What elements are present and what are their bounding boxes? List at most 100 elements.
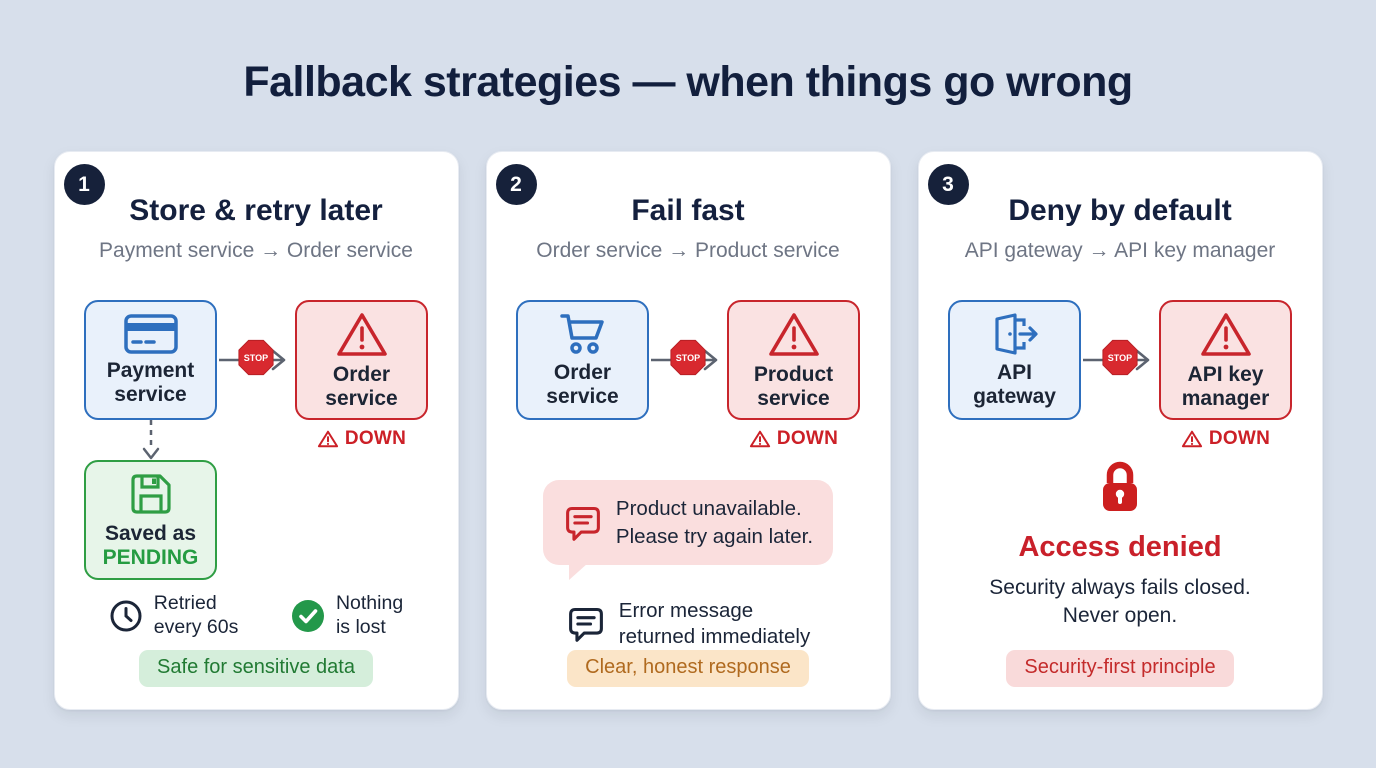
cards-row: 1 Store & retry later Payment service → … [0,151,1376,710]
credit-card-icon [123,314,178,354]
warning-triangle-icon [336,313,387,356]
card-title: Fail fast [631,194,745,227]
floppy-disk-icon [130,474,171,514]
takeaway-pill: Safe for sensitive data [139,650,373,687]
stop-label: STOP [244,353,268,363]
card-deny-default: 3 Deny by default API gateway → API key … [917,151,1323,710]
node-label-line1: API [996,360,1032,384]
node-label-line1: Order [332,362,391,386]
node-label-line1: Product [753,362,834,386]
down-status: DOWN [1181,428,1270,450]
stop-label: STOP [1108,353,1132,363]
card-number-badge: 3 [927,164,969,205]
card-title: Store & retry later [129,194,383,227]
card-subtitle: API gateway → API key manager [964,239,1276,262]
card-store-retry: 1 Store & retry later Payment service → … [53,151,459,710]
blocked-arrow: STOP [1083,300,1157,420]
error-message-text: Product unavailable. Please try again lat… [616,495,813,550]
stop-label: STOP [676,353,700,363]
card-number: 2 [510,172,522,196]
down-label: DOWN [1208,428,1271,449]
warning-triangle-small-icon [317,430,338,448]
feature-line2: is lost [335,615,386,638]
node-label-line2: gateway [973,384,1056,408]
lock-icon [1103,461,1137,511]
node-label-line2: service [757,386,830,410]
node-label-line2: service [325,386,398,410]
error-message-line2: Please try again later. [615,524,814,548]
check-circle-icon [291,599,324,632]
stop-sign-icon: STOP [237,339,275,382]
card-number: 1 [78,172,90,196]
error-message-line1: Product unavailable. [615,497,802,520]
node-label-line1: Order [553,360,612,384]
feature-line1: Nothing [335,592,404,614]
down-label: DOWN [776,428,839,449]
chat-bubble-icon [568,607,603,642]
saved-as-text: Saved as [104,521,197,545]
card-subtitle: Order service → Product service [536,239,840,262]
chat-bubble-icon [566,506,600,541]
page-title: Fallback strategies — when things go wro… [243,58,1133,106]
pending-text: PENDING [102,545,199,569]
warning-triangle-small-icon [749,430,770,448]
blocked-arrow: STOP [219,300,293,420]
stop-sign-icon: STOP [669,339,707,382]
takeaway-pill: Clear, honest response [567,650,809,687]
warning-triangle-icon [1200,313,1251,356]
warning-triangle-small-icon [1181,430,1202,448]
access-denied-title: Access denied [1018,531,1222,563]
card-number: 3 [942,172,954,196]
takeaway-pill: Security-first principle [1006,650,1234,687]
node-label-line2: service [114,382,187,406]
clock-icon [110,600,142,632]
feature-line1: Retried [153,592,217,614]
node-label-line2: manager [1181,386,1270,410]
warning-triangle-icon [768,313,819,356]
node-label-line1: Payment [106,358,195,382]
card-title: Deny by default [1008,194,1232,227]
card-number-badge: 2 [495,164,537,205]
shopping-cart-icon [559,314,604,354]
card-number-badge: 1 [63,164,105,205]
blocked-arrow: STOP [651,300,725,420]
stop-sign-icon: STOP [1101,339,1139,382]
down-status: DOWN [749,428,838,450]
feature-line2: every 60s [153,615,239,638]
node-label-line2: service [546,384,619,408]
node-label-line1: API key [1187,362,1264,386]
dashed-arrow-down-icon [142,420,159,460]
down-label: DOWN [344,428,407,449]
card-fail-fast: 2 Fail fast Order service → Product serv… [485,151,891,710]
note-line1: Error message [618,599,754,623]
denied-line1: Security always fails closed. [989,576,1251,599]
card-subtitle: Payment service → Order service [99,239,413,262]
